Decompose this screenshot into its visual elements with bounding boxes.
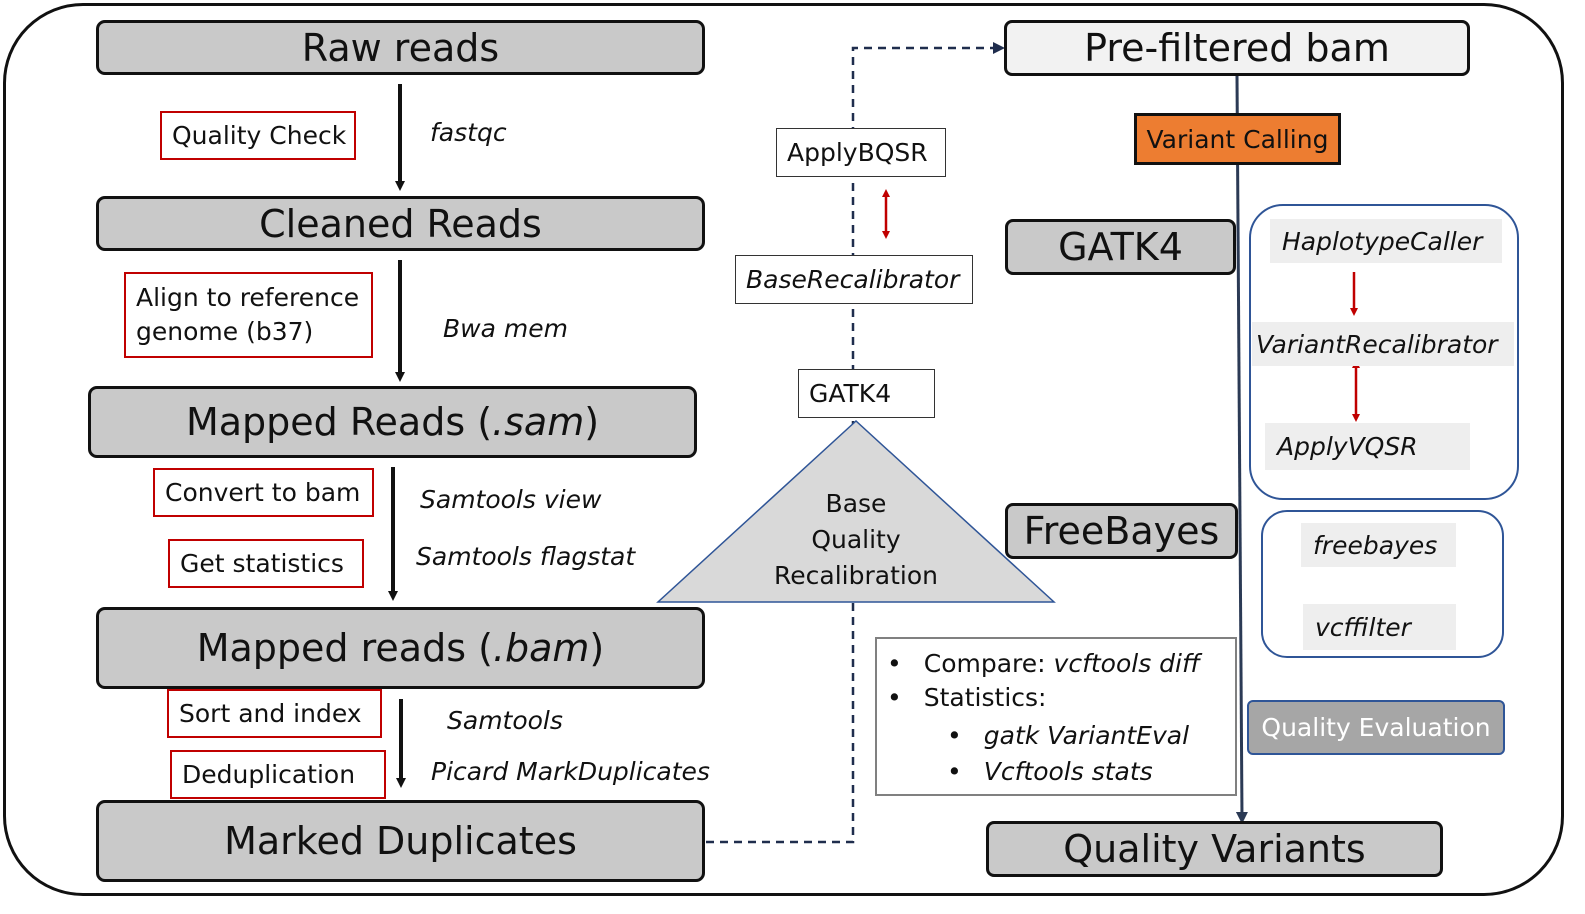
mapped-bam-suffix: ) <box>589 626 605 670</box>
stage-raw-reads: Raw reads <box>96 20 705 75</box>
stats-compare-row: • Compare: vcftools diff <box>887 649 1200 678</box>
align-line-2: genome (b37) <box>136 317 314 346</box>
tool-picard-markduplicates: Picard MarkDuplicates <box>431 757 710 786</box>
tool-samtools-flagstat: Samtools flagstat <box>416 542 636 571</box>
mapped-bam-prefix: Mapped reads ( <box>196 626 493 670</box>
bullet: • <box>947 721 962 750</box>
box-gatk4-bqsr: GATK4 <box>798 369 935 418</box>
bullet: • <box>887 649 902 678</box>
chip-vcffilter: vcffilter <box>1303 604 1456 650</box>
chip-apply-vqsr: ApplyVQSR <box>1265 423 1470 470</box>
stats-statistics-row: • Statistics: <box>887 683 1046 712</box>
caller-gatk4: GATK4 <box>1005 219 1236 275</box>
align-line-1: Align to reference <box>136 283 360 312</box>
bullet: • <box>887 683 902 712</box>
triangle-line-2: Quality <box>811 525 901 554</box>
stats-box: • Compare: vcftools diff • Statistics: • ga… <box>875 637 1237 796</box>
stage-mapped-bam: Mapped reads (.bam) <box>96 607 705 689</box>
box-base-recalibrator: BaseRecalibrator <box>735 255 973 304</box>
triangle-line-3: Recalibration <box>774 561 938 590</box>
stats-gatk-row: • gatk VariantEval <box>947 721 1189 750</box>
tool-bwa-mem: Bwa mem <box>443 314 568 343</box>
gatk-varianteval: gatk VariantEval <box>983 721 1190 750</box>
variant-calling-label: Variant Calling <box>1134 113 1341 165</box>
gatk4-tools-frame <box>1249 204 1519 500</box>
chip-freebayes: freebayes <box>1301 523 1456 567</box>
tool-samtools: Samtools <box>447 706 563 735</box>
mapped-sam-prefix: Mapped Reads ( <box>185 400 493 444</box>
caller-freebayes: FreeBayes <box>1005 503 1238 559</box>
vcftools-stats: Vcftools stats <box>983 757 1153 786</box>
step-sort-and-index: Sort and index <box>167 689 382 738</box>
stage-mapped-sam: Mapped Reads (.sam) <box>88 386 697 458</box>
step-convert-to-bam: Convert to bam <box>153 468 374 517</box>
step-align-reference: Align to reference genome (b37) <box>124 272 373 358</box>
statistics-label: Statistics: <box>923 683 1047 712</box>
stage-marked-duplicates: Marked Duplicates <box>96 800 705 882</box>
mapped-sam-ext: .sam <box>492 400 585 444</box>
step-deduplication: Deduplication <box>170 750 386 799</box>
tool-samtools-view: Samtools view <box>420 485 602 514</box>
stats-vcftools-row: • Vcftools stats <box>947 757 1153 786</box>
mapped-sam-suffix: ) <box>584 400 600 444</box>
triangle-line-1: Base <box>825 489 887 518</box>
compare-tool: vcftools diff <box>1053 649 1201 678</box>
triangle-label: Base Quality Recalibration <box>756 486 956 594</box>
outer-frame <box>3 3 1564 896</box>
tool-fastqc: fastqc <box>430 118 507 147</box>
freebayes-tools-frame <box>1261 510 1504 658</box>
compare-label: Compare: <box>923 649 1054 678</box>
chip-haplotype-caller: HaplotypeCaller <box>1270 219 1502 263</box>
stage-cleaned-reads: Cleaned Reads <box>96 196 705 251</box>
stage-quality-variants: Quality Variants <box>986 821 1443 877</box>
stage-prefiltered-bam: Pre-filtered bam <box>1004 20 1470 76</box>
step-quality-check: Quality Check <box>160 111 356 160</box>
quality-evaluation-label: Quality Evaluation <box>1247 700 1505 755</box>
bullet: • <box>947 757 962 786</box>
chip-variant-recalibrator: VariantRecalibrator <box>1252 322 1514 366</box>
step-get-statistics: Get statistics <box>168 539 364 588</box>
box-apply-bqsr: ApplyBQSR <box>776 128 946 177</box>
mapped-bam-ext: .bam <box>492 626 590 670</box>
